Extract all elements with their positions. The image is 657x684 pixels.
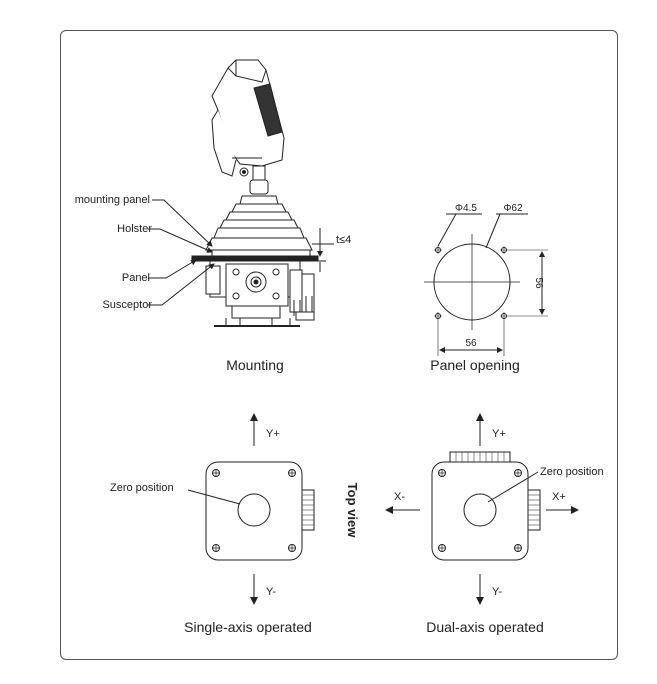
dual-axis-drawing: [385, 413, 579, 605]
screw-icon: [514, 544, 522, 552]
screw-icon: [438, 544, 446, 552]
holster-label: Holster: [117, 223, 152, 235]
single-y-plus-label: Y+: [266, 428, 280, 440]
screw-icon: [288, 544, 296, 552]
single-zero-position-label: Zero position: [110, 482, 174, 494]
dual-zero-position-label: Zero position: [540, 466, 604, 478]
mounting-hole-icon: [434, 246, 442, 254]
top-view-label: Top view: [345, 483, 360, 539]
dual-y-plus-label: Y+: [492, 428, 506, 440]
dual-y-minus-label: Y-: [492, 586, 502, 598]
diagram-frame: [60, 30, 618, 660]
dual-x-plus-label: X+: [552, 491, 566, 503]
dual-x-minus-label: X-: [394, 491, 405, 503]
mounting-hole-icon: [434, 312, 442, 320]
mounting-hole-icon: [500, 312, 508, 320]
panel-label: Panel: [122, 272, 150, 284]
single-axis-caption: Single-axis operated: [184, 619, 312, 635]
single-axis-drawing: [187, 413, 315, 605]
screw-icon: [514, 469, 522, 477]
joystick-mounting-drawing: [191, 59, 334, 327]
mounting-caption: Mounting: [226, 357, 284, 373]
single-y-minus-label: Y-: [266, 586, 276, 598]
screw-icon: [438, 469, 446, 477]
screw-icon: [288, 469, 296, 477]
screw-icon: [212, 469, 220, 477]
dual-axis-caption: Dual-axis operated: [426, 619, 544, 635]
susceptor-label: Susceptor: [102, 299, 152, 311]
mounting-panel-label: mounting panel: [75, 194, 150, 206]
thickness-label: t≤4: [336, 234, 351, 246]
hole-diameter-label: Φ4.5: [455, 203, 477, 214]
screw-icon: [212, 544, 220, 552]
mounting-leaders: [148, 199, 215, 306]
vertical-spacing-label: 56: [533, 277, 544, 289]
mounting-hole-icon: [500, 246, 508, 254]
panel-opening-caption: Panel opening: [430, 357, 520, 373]
opening-diameter-label: Φ62: [503, 203, 523, 214]
panel-opening-drawing: [424, 213, 548, 356]
horizontal-spacing-label: 56: [465, 338, 477, 349]
